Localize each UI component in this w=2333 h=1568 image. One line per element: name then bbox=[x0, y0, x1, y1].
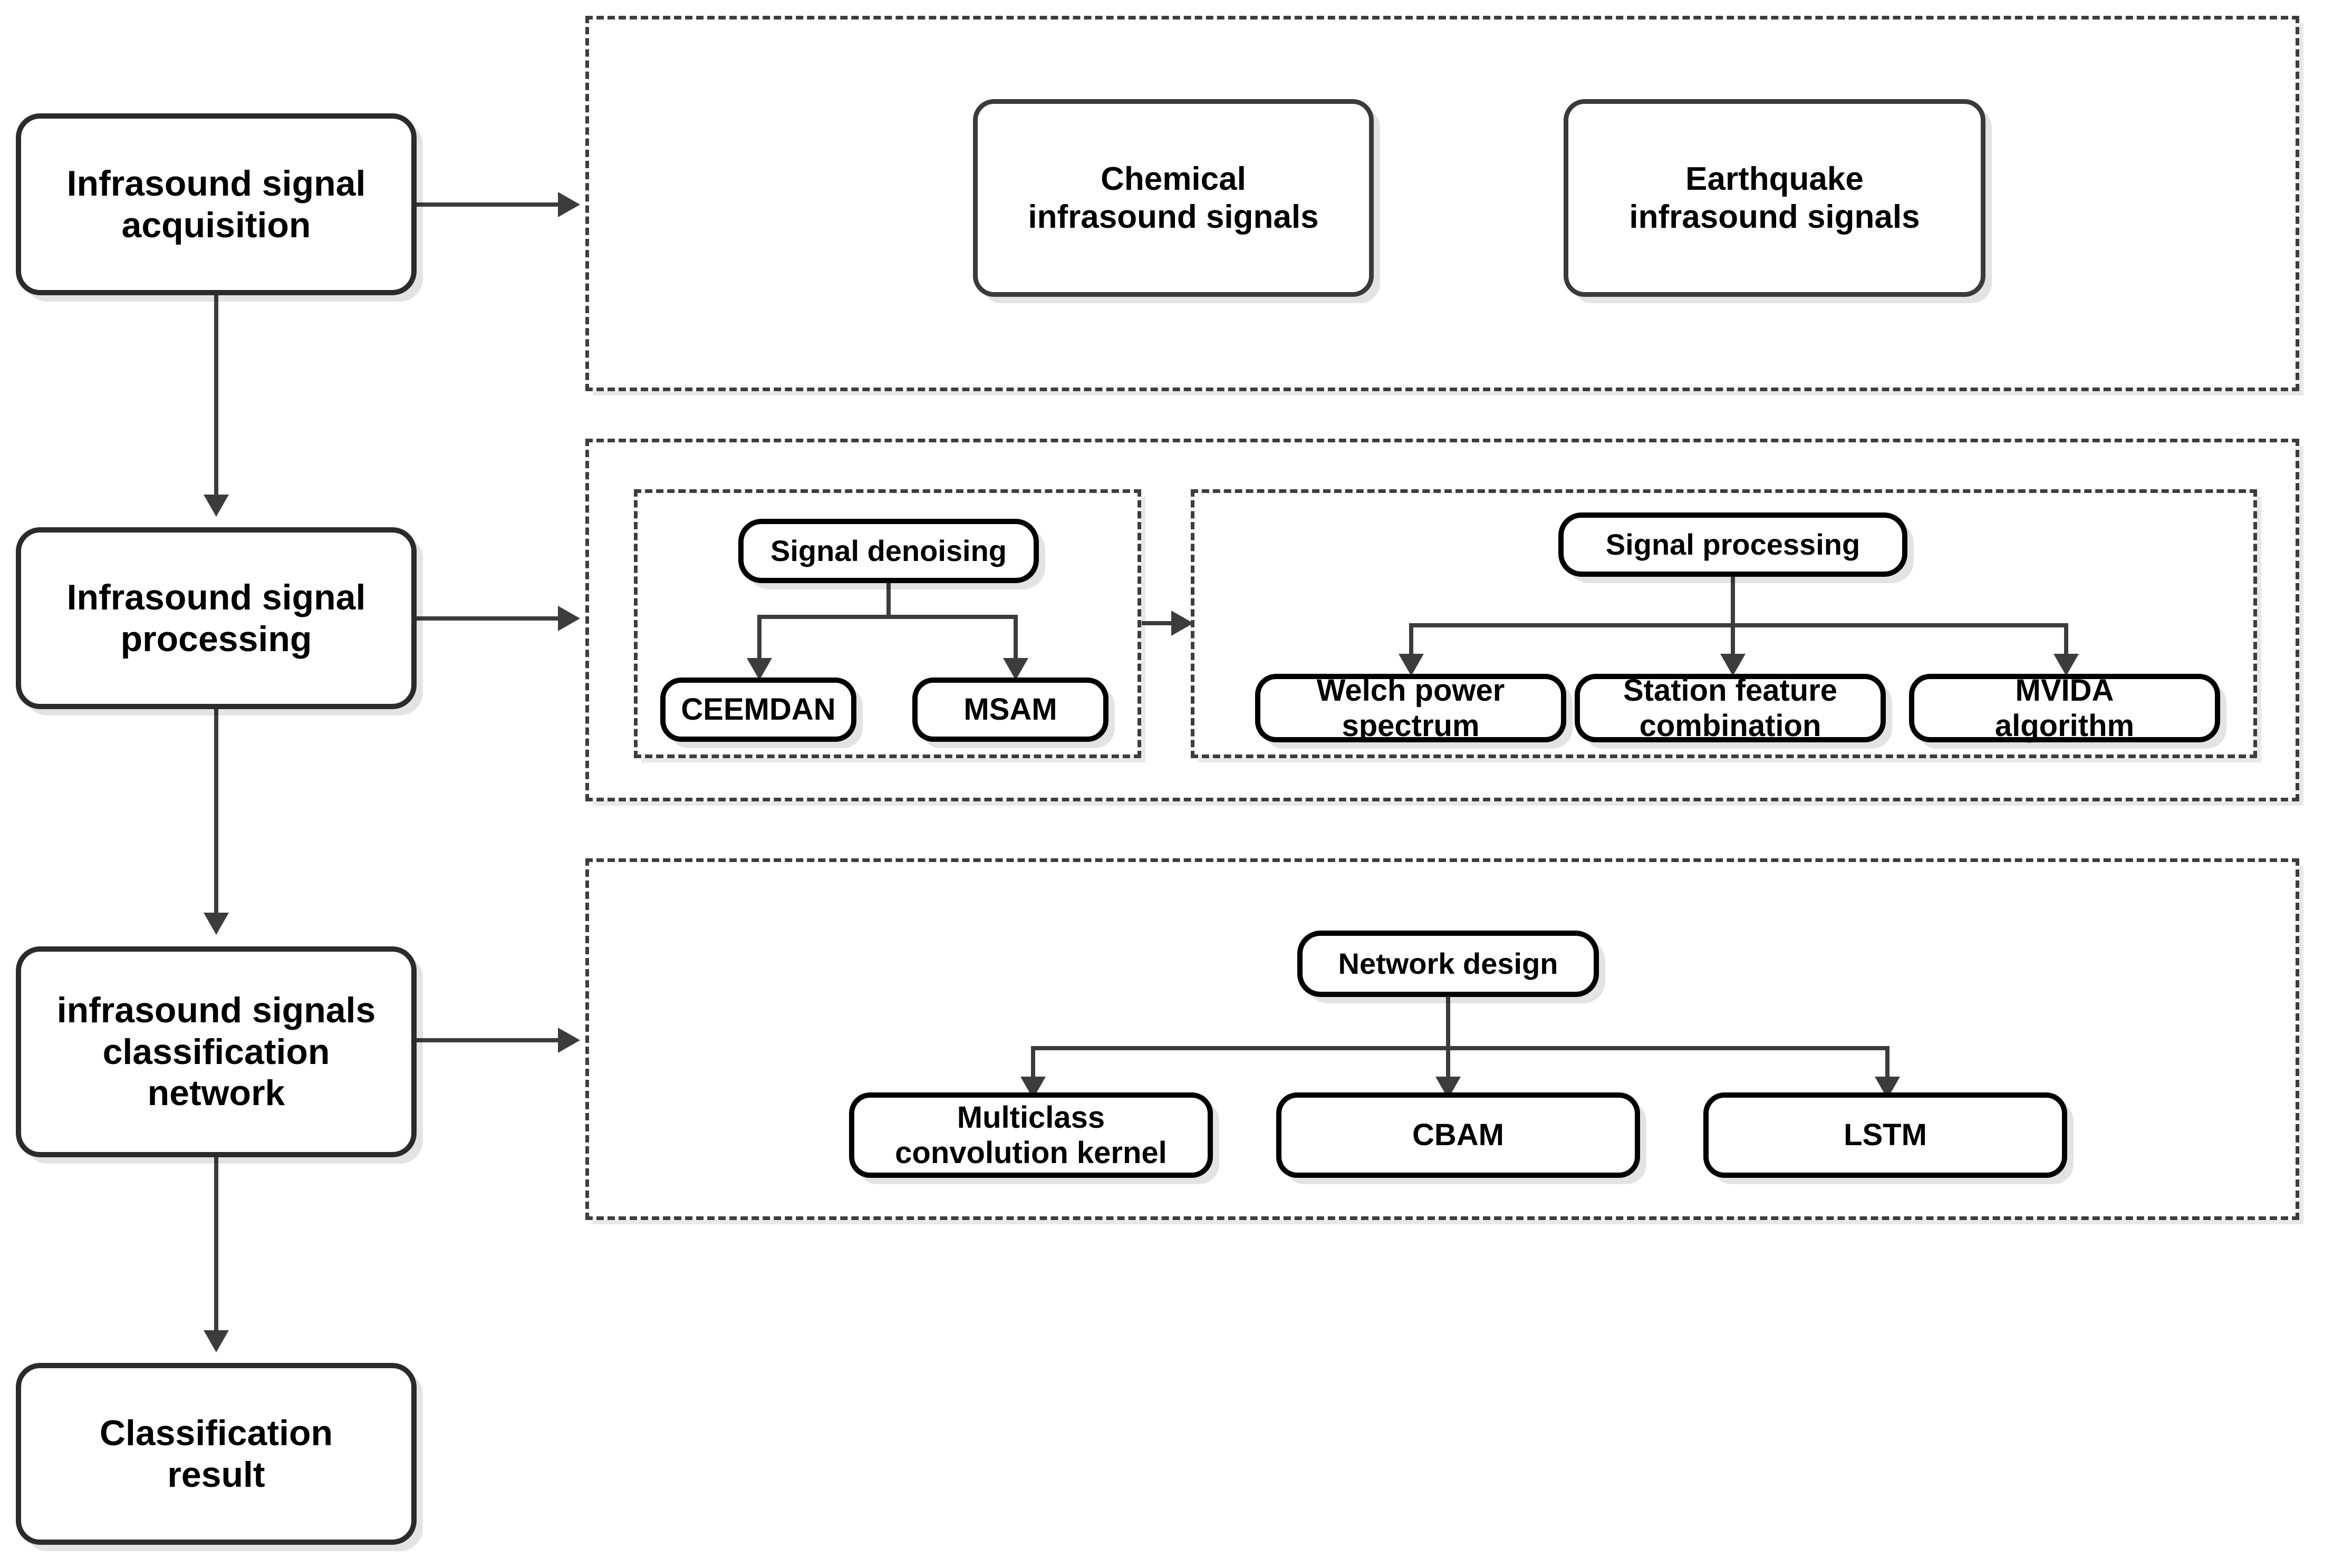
node-label: Chemical infrasound signals bbox=[1028, 160, 1319, 235]
node-label: Network design bbox=[1338, 946, 1558, 980]
connector-denoising-to-msam bbox=[1014, 615, 1018, 660]
node-earthquake-infrasound-signals[interactable]: Earthquake infrasound signals bbox=[1564, 99, 1985, 297]
connector-processing-to-group bbox=[417, 616, 560, 621]
node-label: CEEMDAN bbox=[681, 692, 836, 727]
node-welch-power-spectrum[interactable]: Welch power spectrum bbox=[1255, 673, 1566, 743]
node-label: infrasound signals classification networ… bbox=[56, 990, 376, 1114]
node-label: Station feature combination bbox=[1623, 673, 1838, 743]
arrow-processing-to-group bbox=[558, 606, 580, 631]
arrow-network-to-result bbox=[204, 1330, 229, 1352]
connector-network-to-result bbox=[214, 1157, 218, 1332]
connector-network-bus bbox=[1031, 1046, 1889, 1050]
node-multiclass-convolution-kernel[interactable]: Multiclass convolution kernel bbox=[849, 1092, 1213, 1178]
node-label: LSTM bbox=[1844, 1118, 1927, 1153]
connector-processing-to-station bbox=[1731, 623, 1735, 656]
group-acquisition-sources bbox=[585, 16, 2299, 391]
node-classification-result[interactable]: Classification result bbox=[16, 1363, 417, 1545]
connector-processing-to-welch bbox=[1409, 623, 1413, 656]
arrow-denoising-to-processing bbox=[1171, 611, 1193, 636]
connector-denoising-to-ceemdan bbox=[757, 615, 761, 660]
arrow-acquisition-to-processing bbox=[204, 495, 229, 517]
connector-denoising-to-processing bbox=[1142, 621, 1174, 625]
node-station-feature-combination[interactable]: Station feature combination bbox=[1575, 673, 1886, 743]
arrow-acquisition-to-group bbox=[558, 192, 580, 217]
node-label: MVIDA algorithm bbox=[1994, 673, 2135, 743]
arrow-processing-to-welch bbox=[1399, 654, 1424, 676]
node-cbam[interactable]: CBAM bbox=[1276, 1092, 1640, 1178]
arrow-denoising-to-msam bbox=[1003, 658, 1028, 680]
group-signal-processing bbox=[585, 439, 2299, 801]
connector-network-to-lstm bbox=[1885, 1046, 1889, 1079]
connector-network-to-multiclass bbox=[1031, 1046, 1035, 1079]
node-chemical-infrasound-signals[interactable]: Chemical infrasound signals bbox=[973, 99, 1374, 297]
node-label: Infrasound signal acquisition bbox=[66, 163, 366, 245]
node-infrasound-signal-acquisition[interactable]: Infrasound signal acquisition bbox=[16, 113, 417, 295]
node-lstm[interactable]: LSTM bbox=[1703, 1092, 2067, 1178]
node-infrasound-signals-classification-network[interactable]: infrasound signals classification networ… bbox=[16, 946, 417, 1157]
node-network-design[interactable]: Network design bbox=[1297, 931, 1599, 997]
connector-processing-stem bbox=[1731, 577, 1735, 625]
arrow-processing-to-mvida bbox=[2054, 654, 2079, 676]
arrow-processing-to-network bbox=[204, 913, 229, 935]
node-label: Signal denoising bbox=[770, 534, 1007, 567]
node-mvida-algorithm[interactable]: MVIDA algorithm bbox=[1909, 673, 2220, 743]
node-signal-processing[interactable]: Signal processing bbox=[1558, 512, 1907, 577]
node-label: CBAM bbox=[1412, 1118, 1504, 1153]
node-signal-denoising[interactable]: Signal denoising bbox=[738, 519, 1039, 583]
connector-processing-bus bbox=[1409, 623, 2068, 627]
connector-processing-to-mvida bbox=[2064, 623, 2068, 656]
arrow-denoising-to-ceemdan bbox=[747, 658, 772, 680]
connector-denoising-bus bbox=[757, 615, 1018, 619]
node-label: Classification result bbox=[99, 1412, 333, 1495]
node-label: Earthquake infrasound signals bbox=[1629, 160, 1920, 235]
node-label: Welch power spectrum bbox=[1316, 673, 1505, 743]
connector-network-to-cbam bbox=[1446, 1046, 1450, 1079]
arrow-processing-to-station bbox=[1720, 654, 1746, 676]
connector-network-stem bbox=[1446, 997, 1450, 1048]
group-signal-denoising bbox=[634, 489, 1141, 758]
node-label: MSAM bbox=[963, 692, 1057, 727]
connector-acquisition-to-processing bbox=[214, 295, 218, 497]
connector-acquisition-to-group bbox=[417, 202, 560, 207]
node-infrasound-signal-processing[interactable]: Infrasound signal processing bbox=[16, 527, 417, 709]
node-label: Signal processing bbox=[1605, 527, 1860, 561]
connector-processing-to-network bbox=[214, 709, 218, 915]
node-msam[interactable]: MSAM bbox=[912, 677, 1108, 742]
node-label: Multiclass convolution kernel bbox=[895, 1100, 1167, 1170]
node-ceemdan[interactable]: CEEMDAN bbox=[660, 677, 856, 742]
connector-denoising-stem bbox=[886, 583, 891, 617]
node-label: Infrasound signal processing bbox=[66, 577, 366, 659]
connector-network-to-group bbox=[417, 1038, 560, 1042]
group-network-design bbox=[585, 858, 2299, 1220]
arrow-network-to-group bbox=[558, 1028, 580, 1053]
